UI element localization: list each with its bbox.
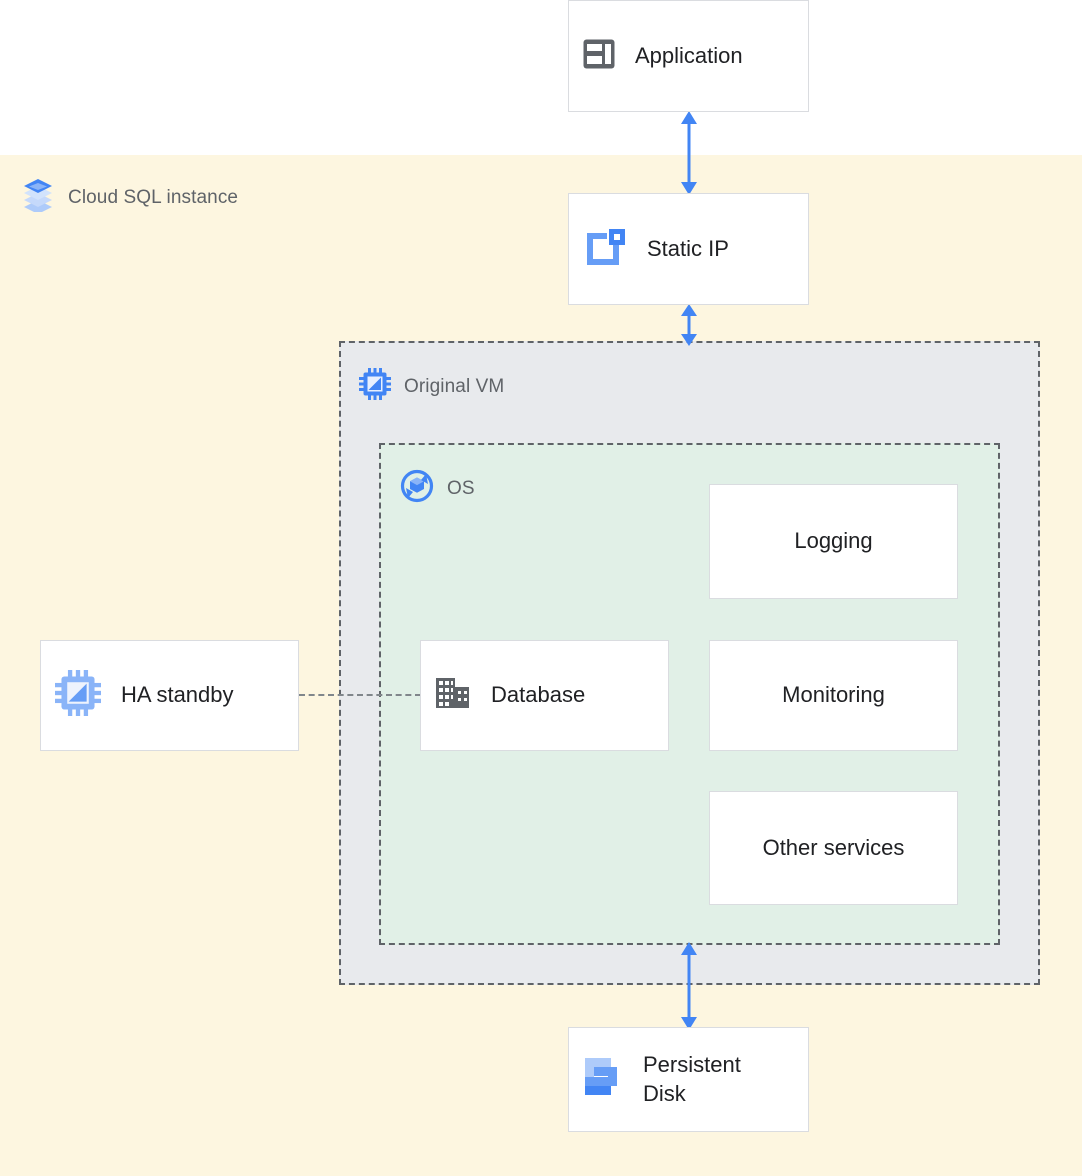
node-database-label: Database <box>491 682 586 708</box>
node-other-services[interactable]: Other services <box>709 791 958 905</box>
node-application[interactable]: Application <box>568 0 809 112</box>
os-header: OS <box>400 469 475 508</box>
node-logging-label: Logging <box>794 528 873 554</box>
node-application-label: Application <box>635 42 743 68</box>
persistent-disk-icon <box>583 1055 623 1104</box>
node-database[interactable]: Database <box>420 640 669 751</box>
connector-ha-standby-to-database <box>299 694 421 696</box>
os-label: OS <box>447 477 475 499</box>
node-static-ip[interactable]: Static IP <box>568 193 809 305</box>
node-static-ip-label: Static IP <box>647 235 729 261</box>
connector-application-to-static-ip <box>681 111 697 195</box>
connector-static-ip-to-vm <box>681 304 697 346</box>
static-ip-icon <box>583 225 627 274</box>
node-logging[interactable]: Logging <box>709 484 958 599</box>
database-building-icon <box>435 676 471 715</box>
original-vm-label: Original VM <box>404 375 505 397</box>
node-ha-standby-label: HA standby <box>121 682 234 708</box>
cpu-chip-icon <box>359 368 391 405</box>
node-monitoring[interactable]: Monitoring <box>709 640 958 751</box>
cloud-sql-instance-header: Cloud SQL instance <box>22 178 238 217</box>
original-vm-header: Original VM <box>359 368 504 405</box>
node-monitoring-label: Monitoring <box>782 682 885 708</box>
node-persistent-disk-label: Persistent Disk <box>643 1052 741 1106</box>
connector-os-to-persistent-disk <box>681 942 697 1030</box>
os-container-circle-icon <box>400 469 434 508</box>
cloud-sql-stacked-layers-icon <box>22 178 54 217</box>
node-persistent-disk[interactable]: Persistent Disk <box>568 1027 809 1132</box>
node-other-services-label: Other services <box>762 834 905 860</box>
node-ha-standby[interactable]: HA standby <box>40 640 299 751</box>
application-layout-icon <box>583 39 615 74</box>
cpu-chip-light-icon <box>55 670 101 721</box>
cloud-sql-instance-label: Cloud SQL instance <box>68 186 239 208</box>
